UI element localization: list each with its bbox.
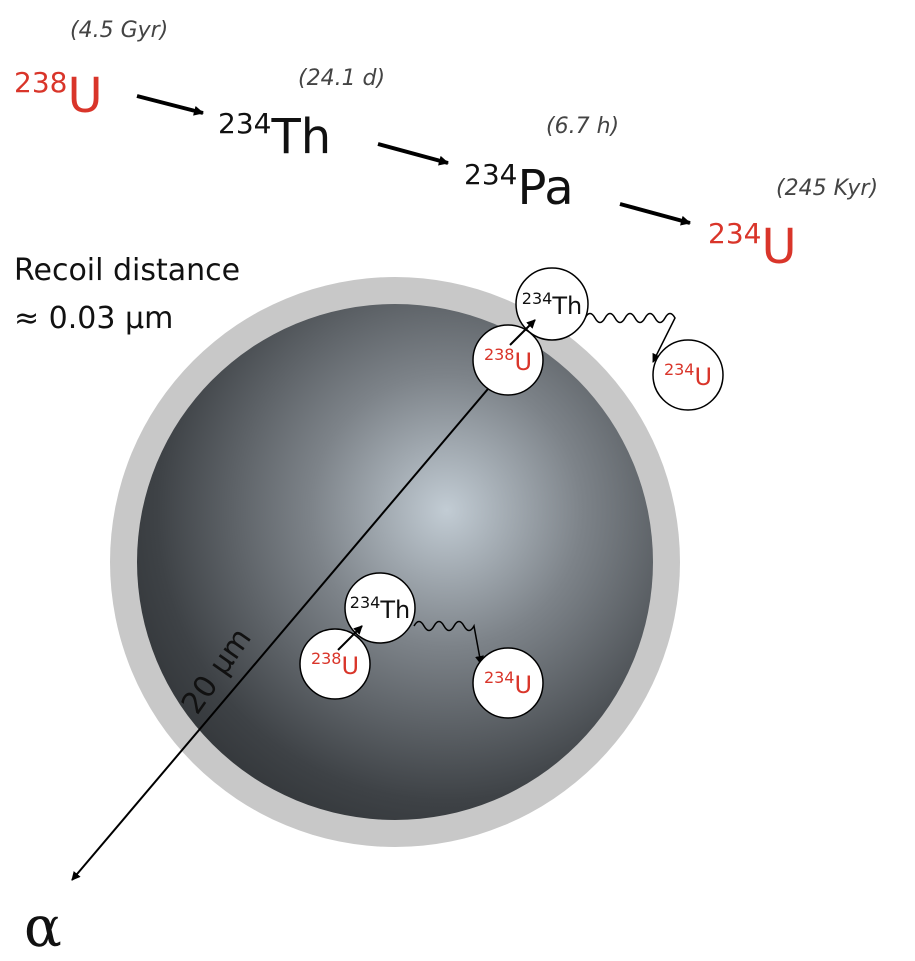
interior-u238-circle [299, 628, 371, 700]
halflife-u238: (4.5 Gyr) [70, 18, 168, 43]
chain-arrow-3 [619, 202, 691, 226]
chain-th234: 234Th [218, 107, 331, 165]
rim-u234-label: 234U [664, 360, 712, 391]
halflife-u234: (245 Kyr) [776, 176, 878, 201]
mineral-grain [110, 277, 680, 847]
rim-recoil-arrow [509, 319, 536, 346]
chain-u238: 238U [14, 66, 103, 124]
rim-decay-event: 234Th 238U 234U [472, 267, 724, 411]
chain-u234: 234U [708, 217, 797, 275]
halflife-th234: (24.1 d) [298, 66, 385, 91]
rim-decay-wavy-arrow [584, 312, 676, 363]
rim-u238-circle [472, 324, 544, 396]
interior-th234-label: 234Th [350, 593, 410, 624]
chain-arrow-1 [136, 94, 204, 116]
rim-u238-label: 238U [484, 345, 532, 376]
halflife-pa234: (6.7 h) [546, 114, 619, 139]
rim-th234-label: 234Th [522, 289, 582, 320]
alpha-label: α [24, 895, 62, 960]
interior-decay-event: 234Th 238U 234U [299, 572, 544, 719]
decay-chain: (4.5 Gyr) 238U (24.1 d) 234Th (6.7 h) 23… [14, 18, 878, 275]
interior-u234-circle [472, 647, 544, 719]
chain-pa234: 234Pa [464, 158, 574, 216]
grain-core [137, 304, 653, 820]
recoil-label-line1: Recoil distance [14, 253, 240, 288]
interior-u234-label: 234U [484, 668, 532, 699]
recoil-label-line2: ≈ 0.03 μm [14, 301, 173, 336]
interior-u238-label: 238U [311, 649, 359, 680]
interior-decay-wavy-arrow [413, 620, 484, 665]
chain-arrow-2 [377, 142, 449, 166]
alpha-track-line [71, 382, 494, 881]
interior-recoil-arrow [337, 625, 363, 651]
rim-u234-circle [652, 339, 724, 411]
